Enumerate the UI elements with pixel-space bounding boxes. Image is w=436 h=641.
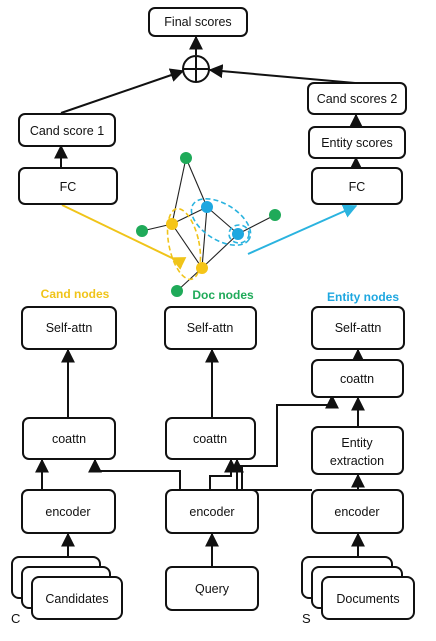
entity-extraction-label-line1: Entity xyxy=(341,436,373,450)
cand-node xyxy=(196,262,208,274)
final-scores-box: Final scores xyxy=(148,7,248,37)
coattn-right-label: coattn xyxy=(340,372,374,386)
entity-scores-label: Entity scores xyxy=(321,136,393,150)
cand-scores-2-label: Cand scores 2 xyxy=(317,92,398,106)
cand-nodes-label: Cand nodes xyxy=(41,287,110,301)
entity-node xyxy=(201,201,213,213)
coattn-mid-label: coattn xyxy=(193,432,227,446)
arrow-candscores2-to-sum xyxy=(208,64,356,84)
coattn-left-box: coattn xyxy=(22,417,116,460)
final-scores-label: Final scores xyxy=(164,15,231,29)
entity-scores-box: Entity scores xyxy=(308,126,406,159)
self-attn-right-box: Self-attn xyxy=(311,306,405,350)
entity-extraction-box: Entity extraction xyxy=(311,426,404,475)
doc-nodes-label: Doc nodes xyxy=(192,288,254,302)
arrow-candscore1-to-sum xyxy=(60,68,185,114)
doc-node xyxy=(180,152,192,164)
graph-nodes xyxy=(136,152,281,297)
self-attn-left-box: Self-attn xyxy=(21,306,117,350)
coattn-left-label: coattn xyxy=(52,432,86,446)
arrow-entity-nodes-to-fc xyxy=(247,204,358,255)
encoder-right-box: encoder xyxy=(311,489,404,534)
fc-right-box: FC xyxy=(311,167,403,205)
entity-extraction-label-line2: extraction xyxy=(330,454,384,468)
fc-left-label: FC xyxy=(60,180,77,194)
encoder-mid-label: encoder xyxy=(189,505,234,519)
arrow-query-encoder-to-coattn-mid xyxy=(209,458,238,490)
self-attn-mid-box: Self-attn xyxy=(164,306,257,350)
cand-score-1-label: Cand score 1 xyxy=(30,124,104,138)
entity-node-ring xyxy=(190,197,252,247)
documents-stack: Documents xyxy=(301,556,415,620)
encoder-mid-box: encoder xyxy=(165,489,259,534)
circled-plus-icon xyxy=(182,55,210,83)
encoder-right-label: encoder xyxy=(334,505,379,519)
fc-left-box: FC xyxy=(18,167,118,205)
arrow-cand-nodes-to-fc xyxy=(61,204,187,270)
candidates-label: Candidates xyxy=(45,592,108,606)
s-letter-label: S xyxy=(302,611,311,626)
fc-right-label: FC xyxy=(349,180,366,194)
self-attn-mid-label: Self-attn xyxy=(187,321,234,335)
graph-edges xyxy=(141,157,276,292)
candidates-stack: Candidates xyxy=(11,556,123,620)
encoder-left-box: encoder xyxy=(21,489,116,534)
c-letter-label: C xyxy=(11,611,20,626)
arrow-doc-encoder-to-coattn-mid xyxy=(230,458,312,491)
cand-score-1-box: Cand score 1 xyxy=(18,113,116,147)
self-attn-left-label: Self-attn xyxy=(46,321,93,335)
arrow-query-encoder-to-coattn-left xyxy=(88,458,181,490)
entity-node xyxy=(232,228,244,240)
doc-node xyxy=(269,209,281,221)
self-attn-right-label: Self-attn xyxy=(335,321,382,335)
coattn-right-box: coattn xyxy=(311,359,404,398)
entity-node-ring-inner xyxy=(228,224,250,244)
cand-scores-2-box: Cand scores 2 xyxy=(307,82,407,115)
entity-nodes-label: Entity nodes xyxy=(327,290,399,304)
documents-label: Documents xyxy=(336,592,399,606)
coattn-mid-box: coattn xyxy=(165,417,256,460)
encoder-left-label: encoder xyxy=(45,505,90,519)
doc-node xyxy=(171,285,183,297)
doc-node xyxy=(136,225,148,237)
query-label: Query xyxy=(195,582,230,596)
cand-node xyxy=(166,218,178,230)
query-box: Query xyxy=(165,566,259,611)
